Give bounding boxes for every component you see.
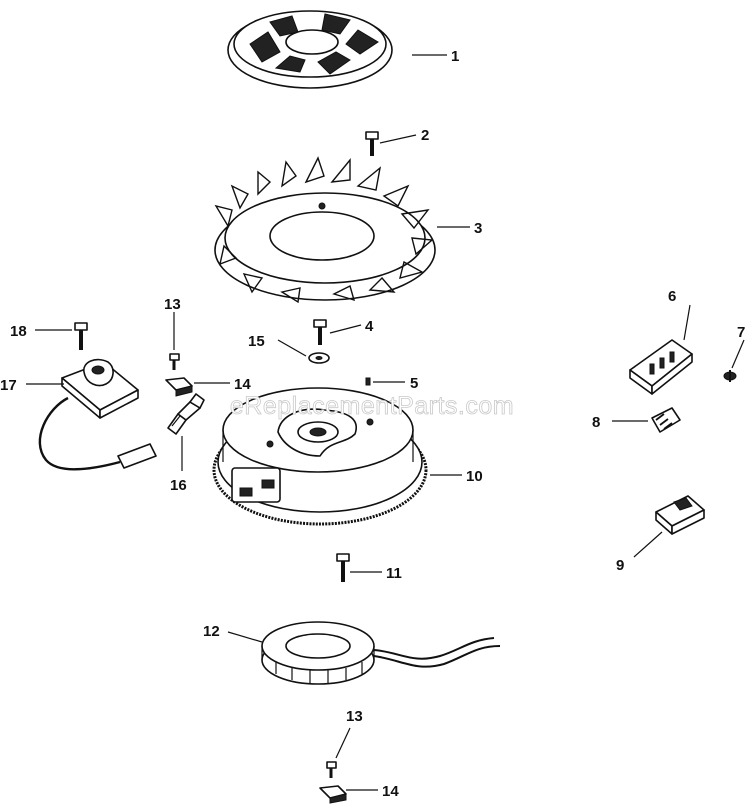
screw-2 [365,131,379,156]
watermark: eReplacementParts.com [230,392,514,420]
clip-14-upper [165,377,193,397]
washer-15 [308,352,330,364]
callout-16: 16 [170,477,187,494]
callout-7: 7 [737,324,745,341]
screw-13-lower [326,761,337,778]
callout-5: 5 [410,375,418,392]
callout-13-upper: 13 [164,296,181,313]
bolt-11 [336,553,350,582]
flywheel-screen [227,10,393,89]
screw-18 [74,322,88,350]
callout-12: 12 [203,623,220,640]
rectifier-regulator [629,339,693,395]
callout-11: 11 [386,565,402,582]
ignition-module [38,358,157,471]
screw-13-upper [169,353,180,370]
callout-13-lower: 13 [346,708,363,725]
callout-2: 2 [421,127,429,144]
callout-18: 18 [10,323,27,340]
callout-1: 1 [451,48,459,65]
callout-15: 15 [248,333,265,350]
screw-7 [723,370,737,382]
callout-17: 17 [0,377,17,394]
callout-9: 9 [616,557,624,574]
callout-4: 4 [365,318,374,335]
callout-labels: 1 2 3 4 5 6 7 8 9 10 11 12 13 13 14 14 1… [0,48,745,800]
flywheel [212,387,428,526]
screw-4 [313,319,327,345]
cooling-fan [214,156,436,304]
callout-6: 6 [668,288,676,305]
callout-10: 10 [466,468,483,485]
leader-lines [26,54,745,791]
connector-8 [651,407,681,433]
callout-14-upper: 14 [234,376,251,393]
clip-14-lower [319,785,347,804]
spark-plug [167,393,205,435]
flywheel-key-5 [365,377,371,386]
callout-14-lower: 14 [382,783,399,800]
callout-3: 3 [474,220,482,237]
callout-8: 8 [592,414,600,431]
connector-block-9 [655,495,705,535]
stator [261,621,501,685]
